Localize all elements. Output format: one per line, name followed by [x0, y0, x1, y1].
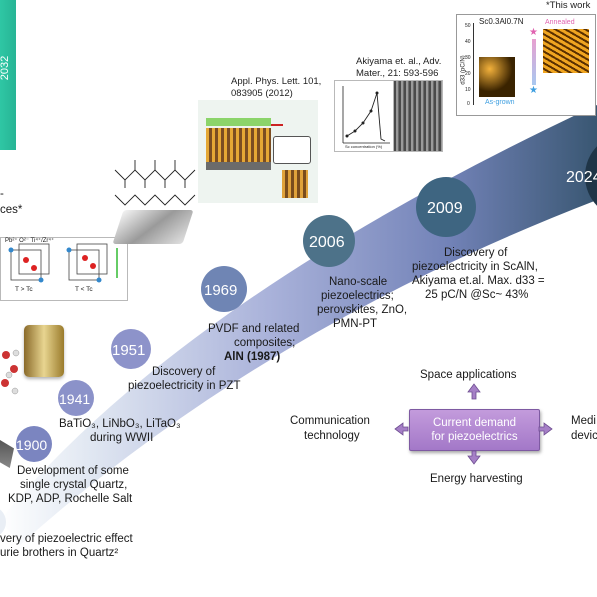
milestone-2006-line-1: Nano-scale: [329, 276, 388, 288]
milestone-1880-line-1: very of piezoelectric effect: [0, 533, 133, 545]
milestone-year-2024: 2024: [566, 169, 597, 186]
pvdf-polymer-chain-image: [110, 150, 201, 210]
demand-medical-line-2: devic: [571, 430, 597, 442]
arrow-up-anneal-icon: [532, 39, 536, 85]
citation-akiyama-line-1: Akiyama et. al., Adv.: [356, 56, 442, 67]
milestone-2006-line-3: perovskites, ZnO,: [317, 304, 408, 316]
pvdf-film-image: [112, 210, 194, 244]
scaln-d33-inset: Sc0.3Al0.7N d33 (pC/N) 50 40 30 20 10 0 …: [456, 14, 596, 116]
milestone-circle-1951: [111, 329, 151, 369]
current-demand-box: Current demand for piezoelectrics: [409, 409, 540, 451]
scaln-ytick-20: 20: [465, 71, 471, 77]
left-partial-text-2: ces*: [0, 204, 23, 216]
milestone-2006-line-4: PMN-PT: [333, 318, 378, 330]
demand-communication-line-1: Communication: [290, 415, 370, 427]
scaln-ytick-30: 30: [465, 55, 471, 61]
milestone-1900-line-3: KDP, ADP, Rochelle Salt: [8, 493, 133, 505]
scaln-title: Sc0.3Al0.7N: [479, 17, 524, 26]
milestone-circle-1900: [16, 426, 52, 462]
citation-apl-line-1: Appl. Phys. Lett. 101,: [231, 76, 322, 87]
milestone-year-2009: 2009: [427, 200, 463, 217]
year-banner-2032: 2032: [0, 0, 16, 150]
arrow-right-icon: [538, 422, 553, 436]
aln-device-image: [198, 100, 318, 203]
star-annealed-icon: ★: [529, 27, 538, 38]
crystal-cylinder-image: [24, 325, 64, 377]
milestone-1969-line-3: AlN (1987): [224, 351, 281, 363]
milestone-2009-line-3: Akiyama et.al. Max. d33 =: [412, 275, 545, 287]
milestone-1941-line-1: BaTiO₃, LiNbO₃, LiTaO₃: [59, 418, 181, 430]
this-work-note: *This work: [546, 0, 591, 11]
milestone-1880-line-2: urie brothers in Quartz²: [0, 547, 119, 559]
milestone-circle-2009: [416, 177, 476, 237]
scaln-ytick-0: 0: [467, 101, 470, 107]
demand-communication-line-2: technology: [304, 430, 360, 442]
arrow-left-icon: [394, 422, 409, 436]
milestone-1969-line-2: composites;: [234, 337, 296, 349]
milestone-year-2006: 2006: [309, 234, 345, 251]
scaln-ytick-10: 10: [465, 87, 471, 93]
demand-energy-harvesting: Energy harvesting: [430, 473, 523, 485]
milestone-year-1941: 1941: [59, 391, 90, 407]
quartz-crystal-image: [0, 440, 14, 468]
scaln-ytick-50: 50: [465, 23, 471, 29]
milestone-circle-2024: [585, 146, 597, 206]
demand-space-applications: Space applications: [420, 369, 517, 381]
molecule-image: [0, 345, 22, 405]
crystal-label-low: T < Tc: [75, 286, 93, 293]
sem-image: [393, 80, 443, 152]
milestone-2006-line-2: piezoelectrics;: [321, 290, 394, 302]
milestone-2009-line-2: piezoelectricity in ScAlN,: [412, 261, 538, 273]
milestone-year-1969: 1969: [204, 282, 237, 299]
milestone-year-1951: 1951: [112, 342, 145, 359]
annealed-afm-image: [543, 29, 589, 73]
milestone-circle-2006: [303, 215, 355, 267]
left-partial-text-1: -: [0, 188, 4, 200]
as-grown-afm-image: [479, 57, 515, 97]
akiyama-plot-xlabel: Sc concentration (%): [345, 144, 383, 149]
milestone-1941-line-2: during WWII: [90, 432, 154, 444]
current-demand-line-1: Current demand: [432, 417, 517, 429]
milestone-circle-1880: [0, 509, 6, 535]
milestone-2009-line-4: 25 pC/N @Sc~ 43%: [425, 289, 529, 301]
milestone-1900-line-2: single crystal Quartz,: [20, 479, 128, 491]
citation-apl-line-2: 083905 (2012): [231, 88, 293, 99]
scaln-ytick-40: 40: [465, 39, 471, 45]
demand-medical-line-1: Medi: [571, 415, 596, 427]
arrow-up-icon: [467, 383, 481, 400]
crystal-structure-image: Pb²⁺ O²⁻ Ti⁴⁺/Zr⁴⁺ T > Tc T < Tc: [0, 237, 128, 301]
crystal-label-high: T > Tc: [15, 286, 33, 293]
milestone-1951-line-2: piezoelectricity in PZT: [128, 380, 241, 392]
akiyama-plot-image: Sc concentration (%): [334, 80, 394, 152]
milestone-1969-line-1: PVDF and related: [208, 323, 300, 335]
milestone-1900-line-1: Development of some: [17, 465, 129, 477]
as-grown-label: As-grown: [485, 99, 515, 106]
citation-akiyama-line-2: Mater., 21: 593-596: [356, 68, 439, 79]
milestone-1951-line-1: Discovery of: [152, 366, 216, 378]
arrow-down-icon: [467, 450, 481, 465]
milestone-2009-line-1: Discovery of: [444, 247, 508, 259]
star-as-grown-icon: ★: [529, 85, 538, 96]
milestone-circle-1941: [58, 380, 94, 416]
milestone-circle-1969: [201, 266, 247, 312]
crystal-legend: Pb²⁺ O²⁻ Ti⁴⁺/Zr⁴⁺: [5, 238, 55, 244]
milestone-year-1900: 1900: [16, 437, 47, 453]
annealed-label: Annealed: [545, 19, 575, 26]
current-demand-line-2: for piezoelectrics: [431, 431, 518, 443]
